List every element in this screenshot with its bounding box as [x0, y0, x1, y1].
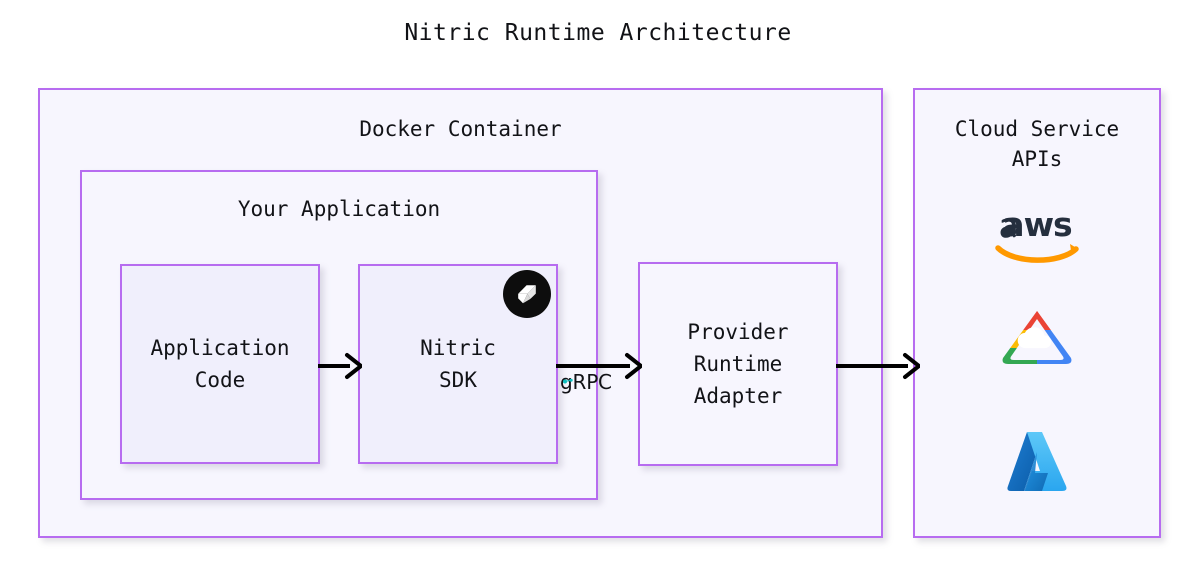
provider-runtime-adapter-label: Provider Runtime Adapter: [687, 320, 789, 408]
arrow-sdk-to-provider-icon: [556, 350, 643, 382]
grpc-edge-label: gRPC: [560, 370, 612, 394]
your-application-label: Your Application: [237, 197, 441, 221]
azure-logo-icon: [915, 428, 1159, 494]
provider-runtime-adapter-node: Provider Runtime Adapter: [638, 262, 838, 466]
application-code-node: Application Code: [120, 264, 320, 464]
arrow-provider-to-cloud-icon: [836, 350, 921, 382]
grpc-marker-icon: [563, 370, 573, 384]
arrow-code-to-sdk-icon: [318, 350, 363, 382]
google-cloud-logo-icon: [915, 308, 1159, 370]
nitric-logo-icon: [503, 270, 551, 318]
aws-logo-icon: aws: [915, 206, 1159, 268]
svg-text:aws: aws: [1002, 206, 1072, 244]
application-code-label: Application Code: [150, 336, 290, 392]
nitric-sdk-label: Nitric SDK: [420, 336, 496, 392]
cloud-service-apis-label: Cloud Service APIs: [954, 117, 1120, 171]
page-title: Nitric Runtime Architecture: [404, 20, 792, 46]
docker-container-label: Docker Container: [359, 117, 562, 141]
cloud-service-apis-box: Cloud Service APIs aws: [913, 88, 1161, 538]
